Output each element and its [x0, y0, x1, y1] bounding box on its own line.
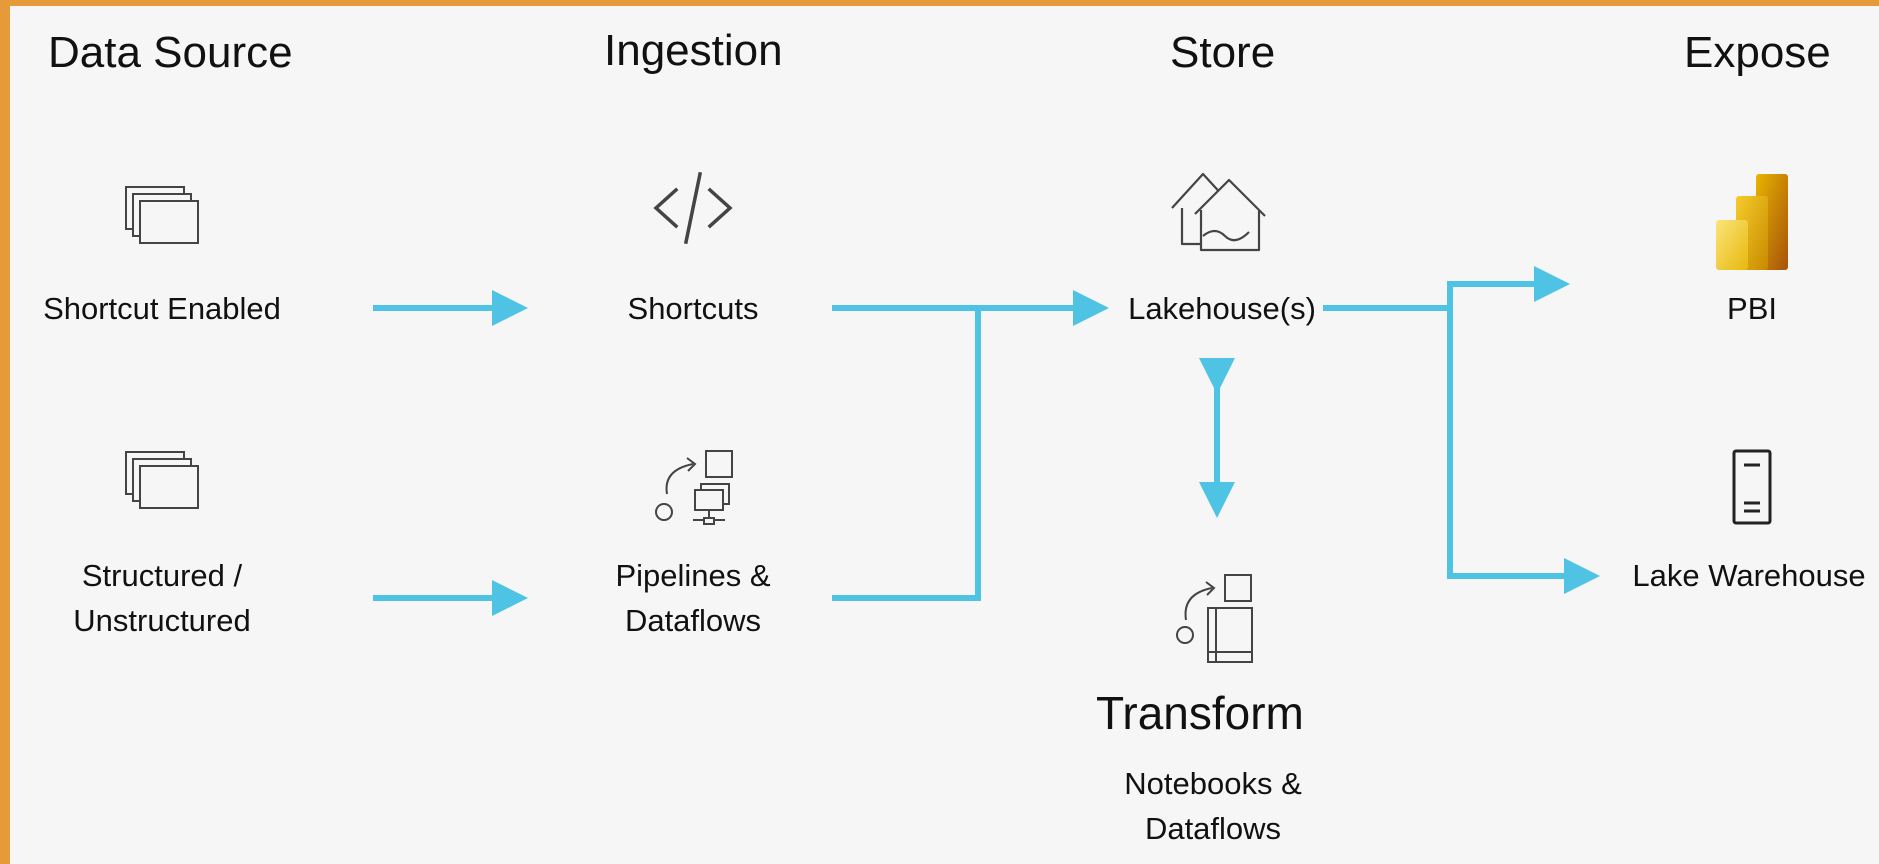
- node-lake-warehouse: Lake Warehouse: [1632, 558, 1866, 593]
- node-structured-line2: Unstructured: [73, 603, 251, 638]
- node-pipelines-line1: Pipelines &: [615, 558, 771, 593]
- pipeline-network-icon: [655, 450, 733, 525]
- node-pipelines-line2: Dataflows: [624, 603, 762, 638]
- node-structured-line1: Structured /: [81, 558, 243, 593]
- stacked-windows-icon: [125, 186, 199, 244]
- node-shortcuts: Shortcuts: [627, 291, 759, 326]
- warehouse-server-icon: [1732, 449, 1772, 525]
- stacked-windows-icon: [125, 451, 199, 509]
- header-data-source: Data Source: [48, 28, 293, 77]
- arrow-pipelines-to-lakehouse: [832, 308, 981, 601]
- transform-title: Transform: [1096, 687, 1304, 739]
- header-store: Store: [1170, 28, 1276, 77]
- power-bi-icon: [1716, 174, 1788, 270]
- node-notebooks-line1: Notebooks &: [1124, 766, 1302, 801]
- header-expose: Expose: [1684, 28, 1831, 77]
- code-brackets-icon: [653, 171, 733, 245]
- arrow-to-lake-warehouse: [1447, 308, 1600, 594]
- node-pbi: PBI: [1727, 291, 1777, 326]
- lakehouse-icon: [1171, 172, 1266, 252]
- node-lakehouse: Lakehouse(s): [1128, 291, 1316, 326]
- node-shortcut-enabled: Shortcut Enabled: [43, 291, 281, 326]
- header-ingestion: Ingestion: [604, 26, 783, 75]
- arrow-to-pbi: [1447, 266, 1570, 318]
- notebook-transform-icon: [1176, 574, 1253, 663]
- node-notebooks-line2: Dataflows: [1144, 811, 1282, 846]
